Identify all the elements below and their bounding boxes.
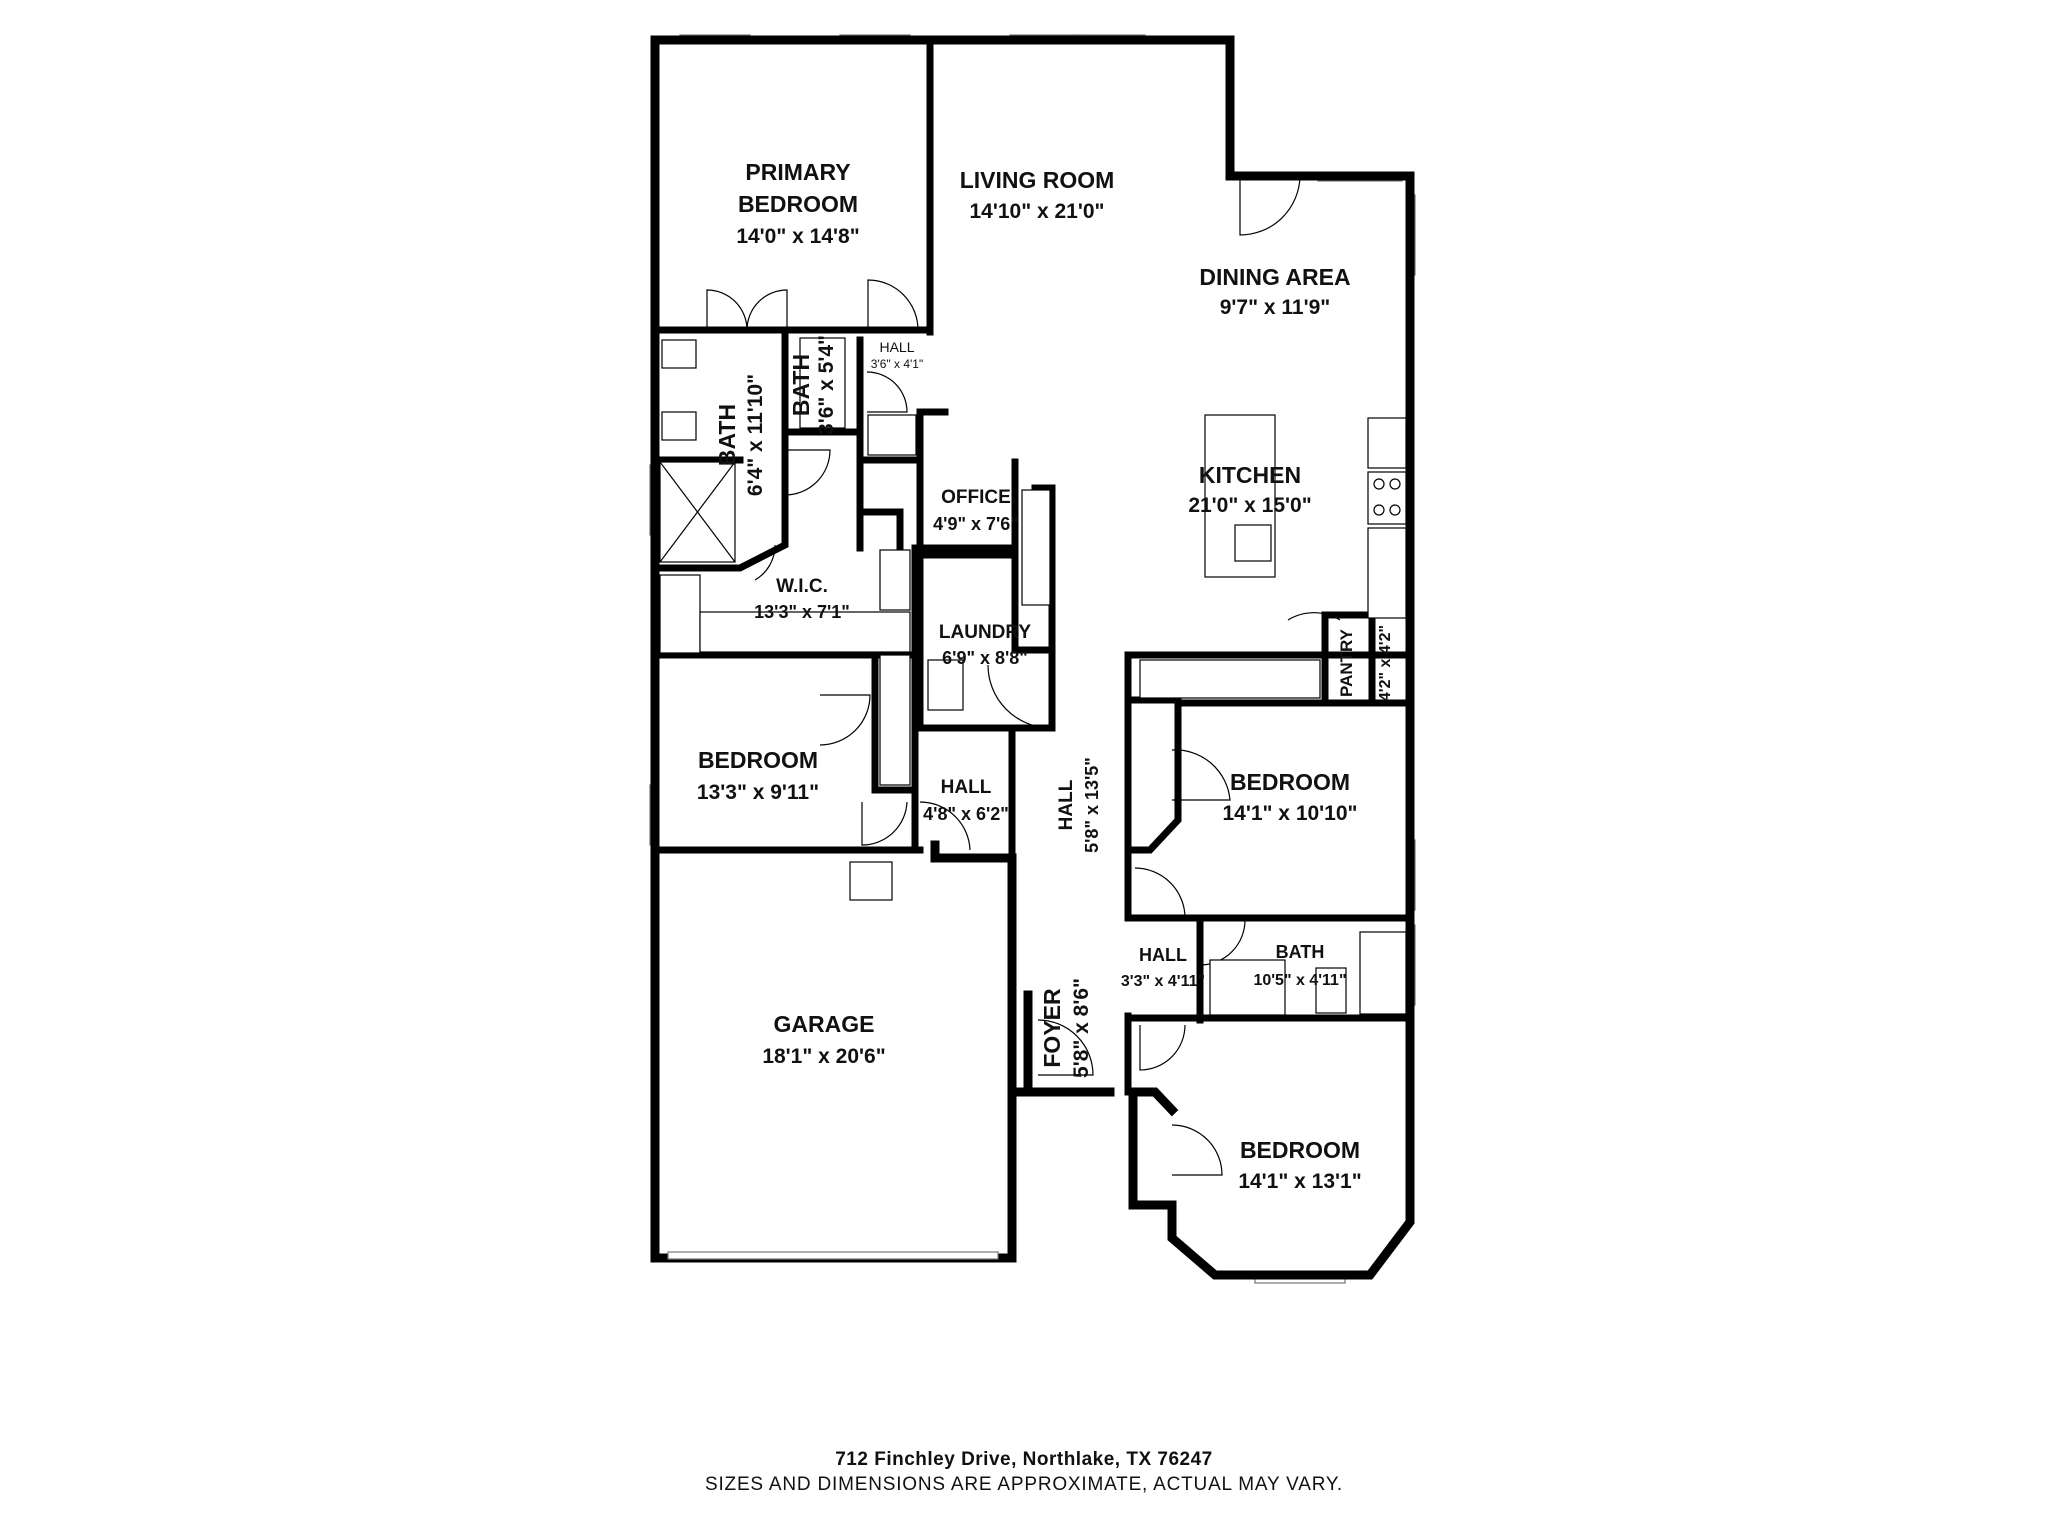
fixtures [659, 337, 1407, 1016]
bath-primary-dims: 6'4" x 11'10" [744, 374, 767, 496]
bedroom-east-name: BEDROOM [1230, 769, 1350, 795]
bath-east-dims: 10'5" x 4'11" [1253, 972, 1346, 989]
pantry-name: PANTRY [1337, 628, 1356, 697]
office-dims: 4'9" x 7'6" [933, 514, 1019, 534]
disclaimer-text: SIZES AND DIMENSIONS ARE APPROXIMATE, AC… [705, 1474, 1343, 1495]
sink-icon [661, 411, 697, 441]
door-swings [706, 175, 1341, 1176]
bathtub-icon [1359, 931, 1407, 1015]
toilet-icon [799, 337, 846, 429]
counter-icon [1139, 659, 1321, 699]
sink-icon [661, 339, 697, 369]
washer-icon [927, 659, 964, 711]
range-icon [1367, 471, 1407, 525]
laundry-dims: 6'9" x 8'8" [942, 648, 1028, 668]
bath-small-dims: 3'6" x 5'4" [815, 335, 838, 435]
garage-name: GARAGE [774, 1011, 875, 1037]
sink-icon [1234, 524, 1272, 562]
dining-area-name: DINING AREA [1199, 264, 1350, 290]
bedroom-south-name: BEDROOM [1240, 1137, 1360, 1163]
hall-mid-name: HALL [941, 777, 992, 798]
interior-walls [651, 36, 1414, 1096]
shelf-icon [1021, 489, 1051, 606]
hall-east-dims: 3'3" x 4'11" [1121, 973, 1205, 990]
dining-area-dims: 9'7" x 11'9" [1220, 296, 1331, 319]
bedroom-west-name: BEDROOM [698, 747, 818, 773]
foyer-name: FOYER [1039, 988, 1065, 1068]
hall-east-name: HALL [1139, 945, 1187, 965]
wic-dims: 13'3" x 7'1" [754, 602, 850, 622]
shelf-icon [879, 654, 911, 786]
bedroom-south-dims: 14'1" x 13'1" [1238, 1170, 1361, 1193]
toilet-icon [1315, 967, 1347, 1014]
shelf-icon [659, 574, 701, 654]
garage-dims: 18'1" x 20'6" [762, 1045, 885, 1068]
living-room-dims: 14'10" x 21'0" [969, 200, 1104, 223]
cabinet-icon [867, 414, 917, 456]
garage-door [667, 1251, 999, 1260]
bedroom-east-dims: 14'1" x 10'10" [1222, 802, 1357, 825]
hall-mid-dims: 4'8" x 6'2" [923, 804, 1009, 824]
bedroom-west-dims: 13'3" x 9'11" [697, 781, 819, 804]
kitchen-dims: 21'0" x 15'0" [1188, 494, 1311, 517]
counter-icon [1367, 527, 1407, 619]
primary-bedroom-dims: 14'0" x 14'8" [736, 225, 859, 248]
shelf-icon [699, 611, 911, 653]
water-heater-icon [849, 861, 893, 901]
hall-long-dims: 5'8" x 13'5" [1082, 757, 1102, 853]
primary-bedroom-name-1: PRIMARY [745, 159, 850, 185]
kitchen-name: KITCHEN [1199, 462, 1301, 488]
hall-small-dims: 3'6" x 4'1" [871, 357, 923, 371]
shelf-icon [879, 549, 911, 611]
pantry-dims: 4'2" x 4'2" [1377, 625, 1394, 701]
hall-small-name: HALL [879, 339, 914, 355]
counter-icon [1367, 417, 1407, 469]
vanity-icon [1209, 959, 1286, 1016]
bath-small-name: BATH [788, 354, 814, 416]
room-labels: PRIMARY BEDROOM 14'0" x 14'8" LIVING ROO… [697, 159, 1394, 1193]
bath-east-name: BATH [1276, 942, 1325, 962]
property-address: 712 Finchley Drive, Northlake, TX 76247 [835, 1449, 1213, 1470]
bath-primary-name: BATH [714, 404, 740, 466]
hall-long-name: HALL [1056, 779, 1077, 830]
primary-bedroom-name-2: BEDROOM [738, 191, 858, 217]
foyer-dims: 5'8" x 8'6" [1070, 978, 1093, 1078]
laundry-name: LAUNDRY [939, 622, 1032, 643]
living-room-name: LIVING ROOM [960, 167, 1115, 193]
office-name: OFFICE [941, 487, 1011, 508]
wic-name: W.I.C. [776, 576, 828, 597]
